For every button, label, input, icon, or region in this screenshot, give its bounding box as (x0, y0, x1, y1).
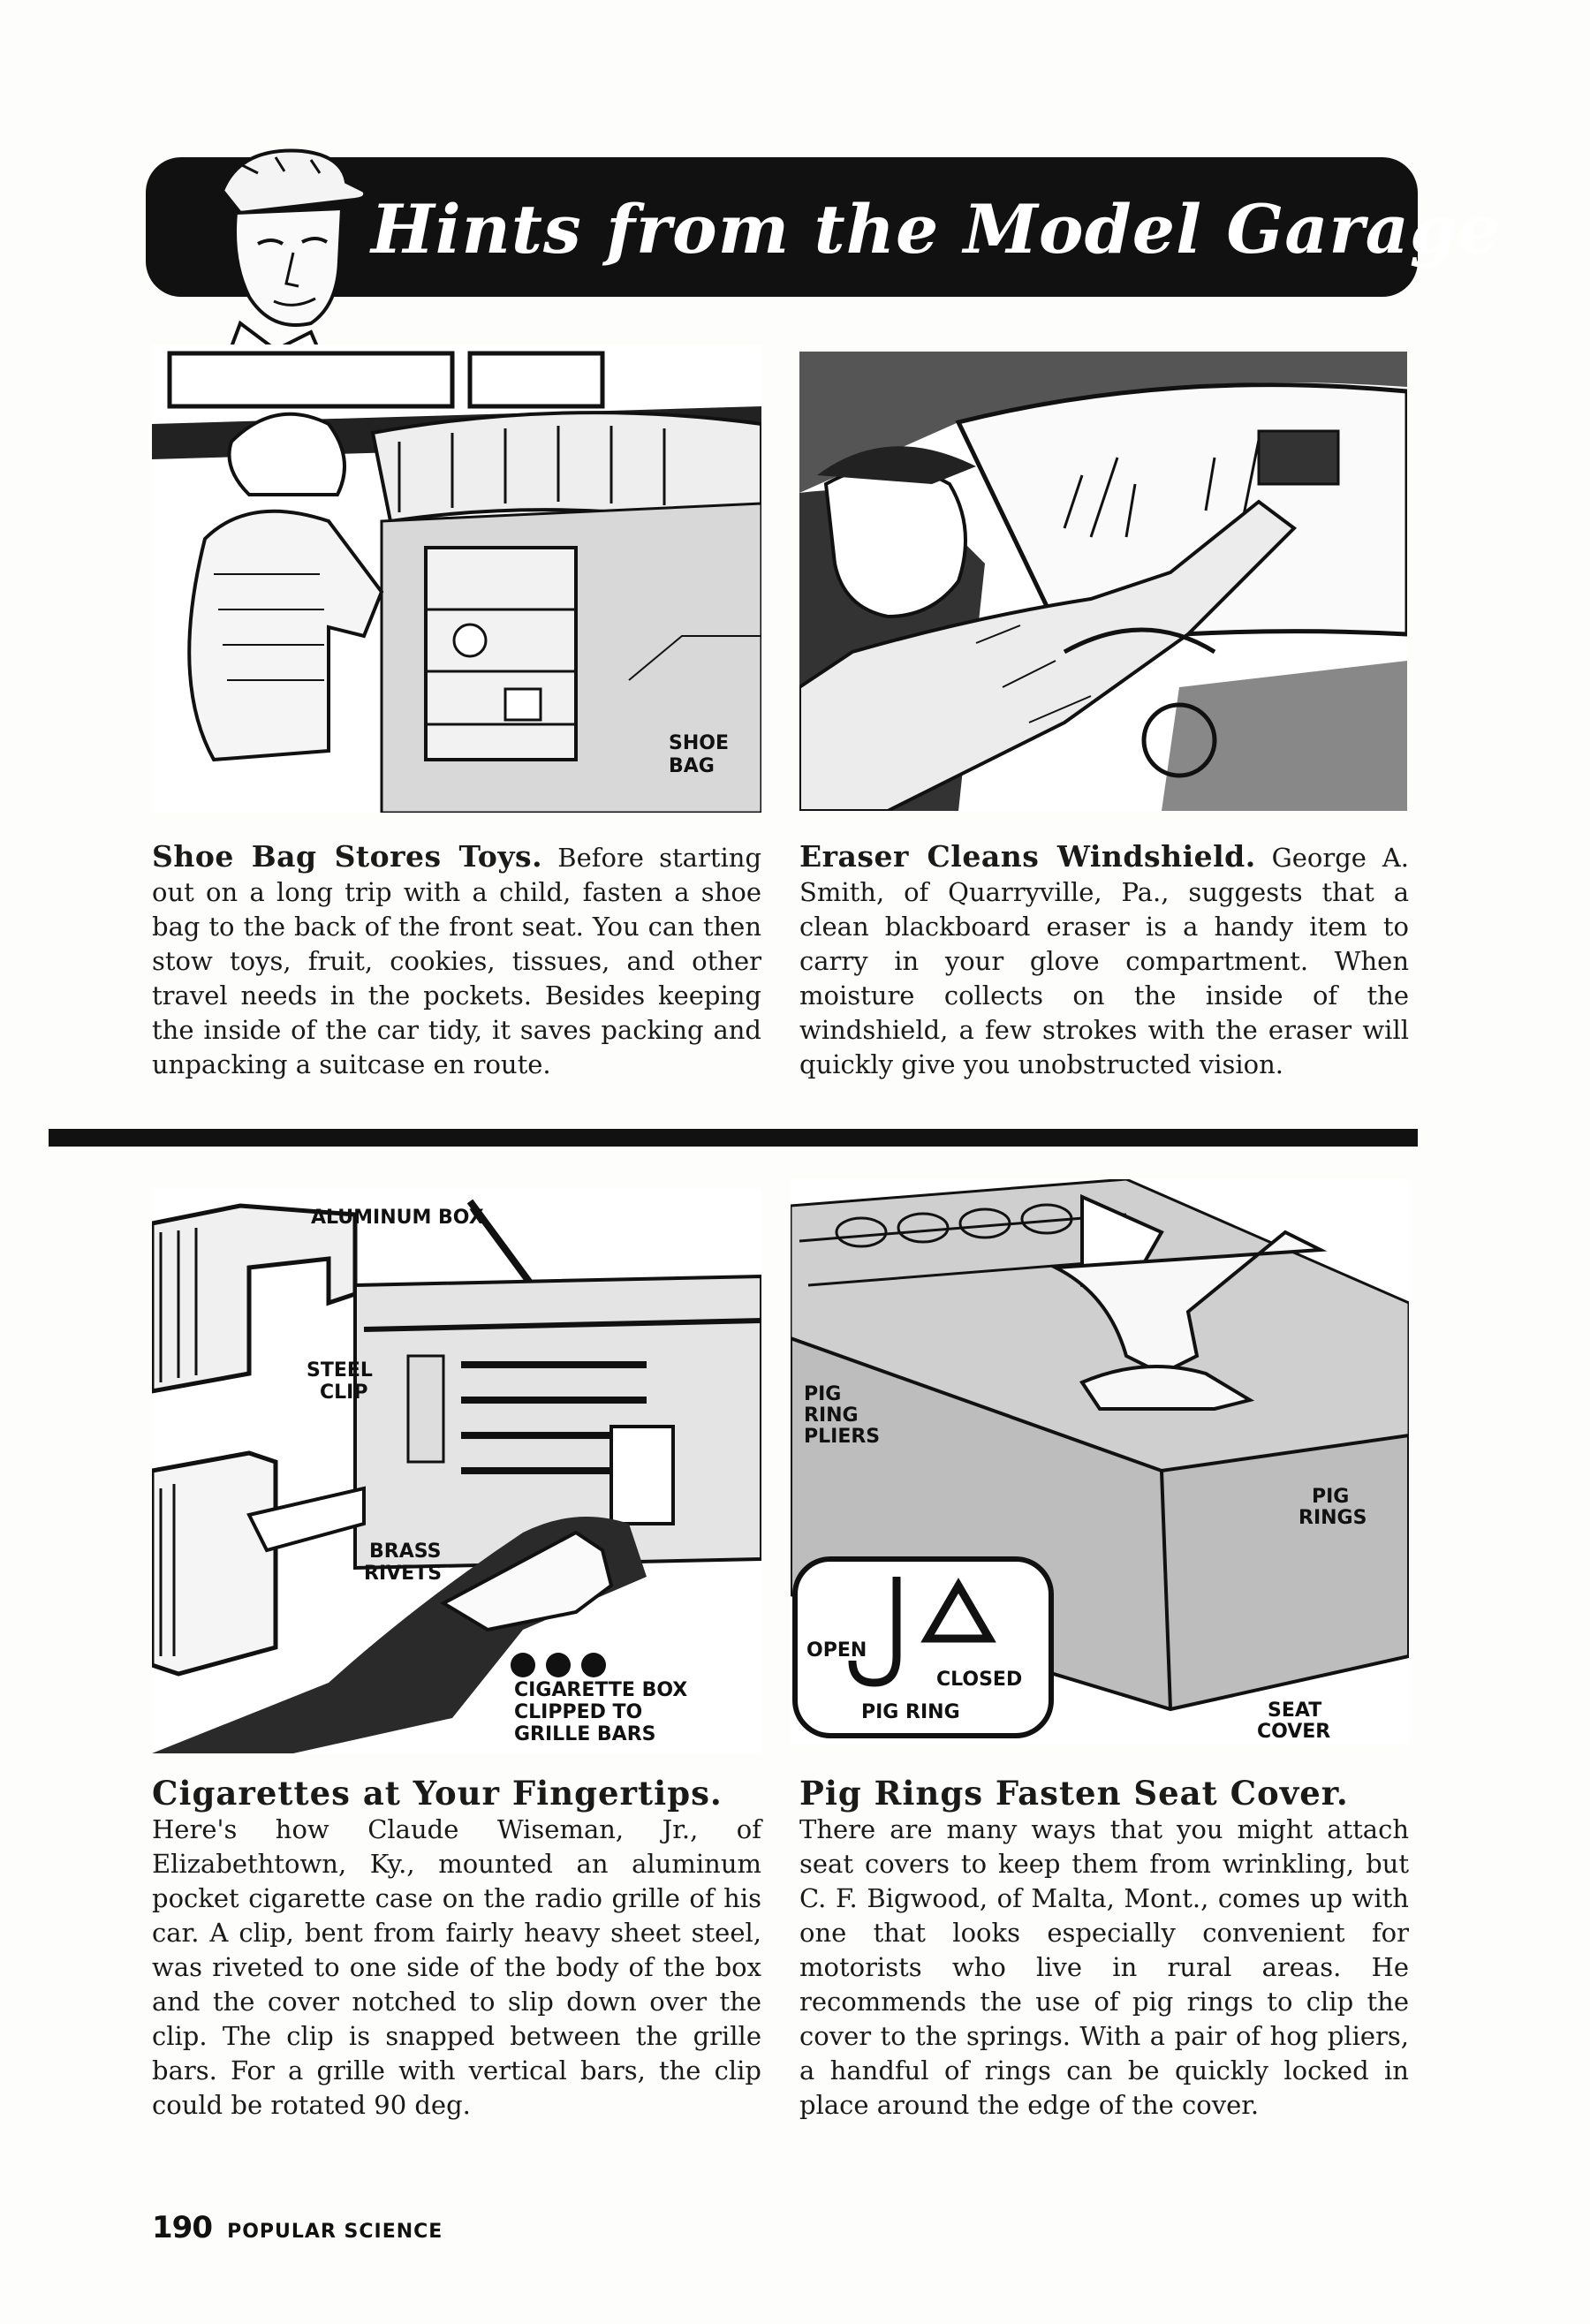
article-headline: Eraser Cleans Windshield. (799, 839, 1256, 874)
article-body: Before starting out on a long trip with … (152, 843, 762, 1079)
callout-rings-2: RINGS (1298, 1507, 1367, 1529)
article-body: George A. Smith, of Quarryville, Pa., su… (799, 843, 1409, 1079)
callout-cig-box-1: CIGARETTE BOX (514, 1679, 688, 1701)
article-headline: Cigarettes at Your Fingertips. (152, 1774, 723, 1813)
header-banner (146, 157, 1418, 297)
callout-brass-1: BRASS (369, 1541, 442, 1563)
callout-steel-2: CLIP (320, 1382, 368, 1404)
callout-pliers-1: PIG (804, 1383, 842, 1405)
article-eraser: Eraser Cleans Windshield. George A. Smit… (799, 839, 1409, 1082)
callout-cig-box-3: GRILLE BARS (514, 1723, 656, 1745)
callout-steel-1: STEEL (307, 1359, 373, 1382)
article-body: Here's how Claude Wiseman, Jr., of Eliza… (152, 1814, 761, 2120)
article-headline: Pig Rings Fasten Seat Cover. (799, 1774, 1349, 1813)
shoe-callout-1: SHOE (669, 732, 729, 754)
article-body: There are many ways that you might attac… (799, 1814, 1409, 2120)
eraser-windshield-illustration (799, 352, 1407, 811)
cigarette-box-illustration: ALUMINUM BOX STEEL CLIP BRASS RIVETS CIG… (152, 1188, 761, 1753)
callout-pliers-2: RING (804, 1404, 859, 1427)
page-footer: 190 POPULAR SCIENCE (152, 2210, 443, 2245)
callout-seat-2: COVER (1257, 1721, 1331, 1743)
callout-open: OPEN (806, 1639, 867, 1662)
callout-pliers-3: PLIERS (804, 1426, 881, 1448)
callout-cig-box-2: CLIPPED TO (514, 1701, 643, 1723)
page-number: 190 (152, 2210, 213, 2245)
callout-pig-ring: PIG RING (861, 1701, 960, 1723)
shoe-callout-2: BAG (669, 755, 715, 777)
pig-rings-illustration: PIG RING PLIERS PIG RINGS OPEN CLOSED PI… (791, 1179, 1409, 1745)
callout-seat-1: SEAT (1268, 1699, 1322, 1722)
callout-aluminum-box: ALUMINUM BOX (311, 1207, 484, 1229)
callout-closed: CLOSED (936, 1669, 1023, 1691)
page-title: Hints from the Model Garage (371, 190, 1502, 269)
callout-rings-1: PIG (1312, 1486, 1350, 1508)
article-headline: Shoe Bag Stores Toys. (152, 839, 543, 874)
article-cigarettes: Cigarettes at Your Fingertips. Here's ho… (152, 1774, 761, 2123)
section-divider (49, 1129, 1418, 1147)
article-pig-rings: Pig Rings Fasten Seat Cover. There are m… (799, 1774, 1409, 2123)
article-shoe-bag: Shoe Bag Stores Toys. Before starting ou… (152, 839, 761, 1082)
shoe-bag-illustration: SHOE BAG (152, 344, 761, 813)
callout-brass-2: RIVETS (364, 1563, 443, 1585)
magazine-name: POPULAR SCIENCE (227, 2221, 443, 2243)
